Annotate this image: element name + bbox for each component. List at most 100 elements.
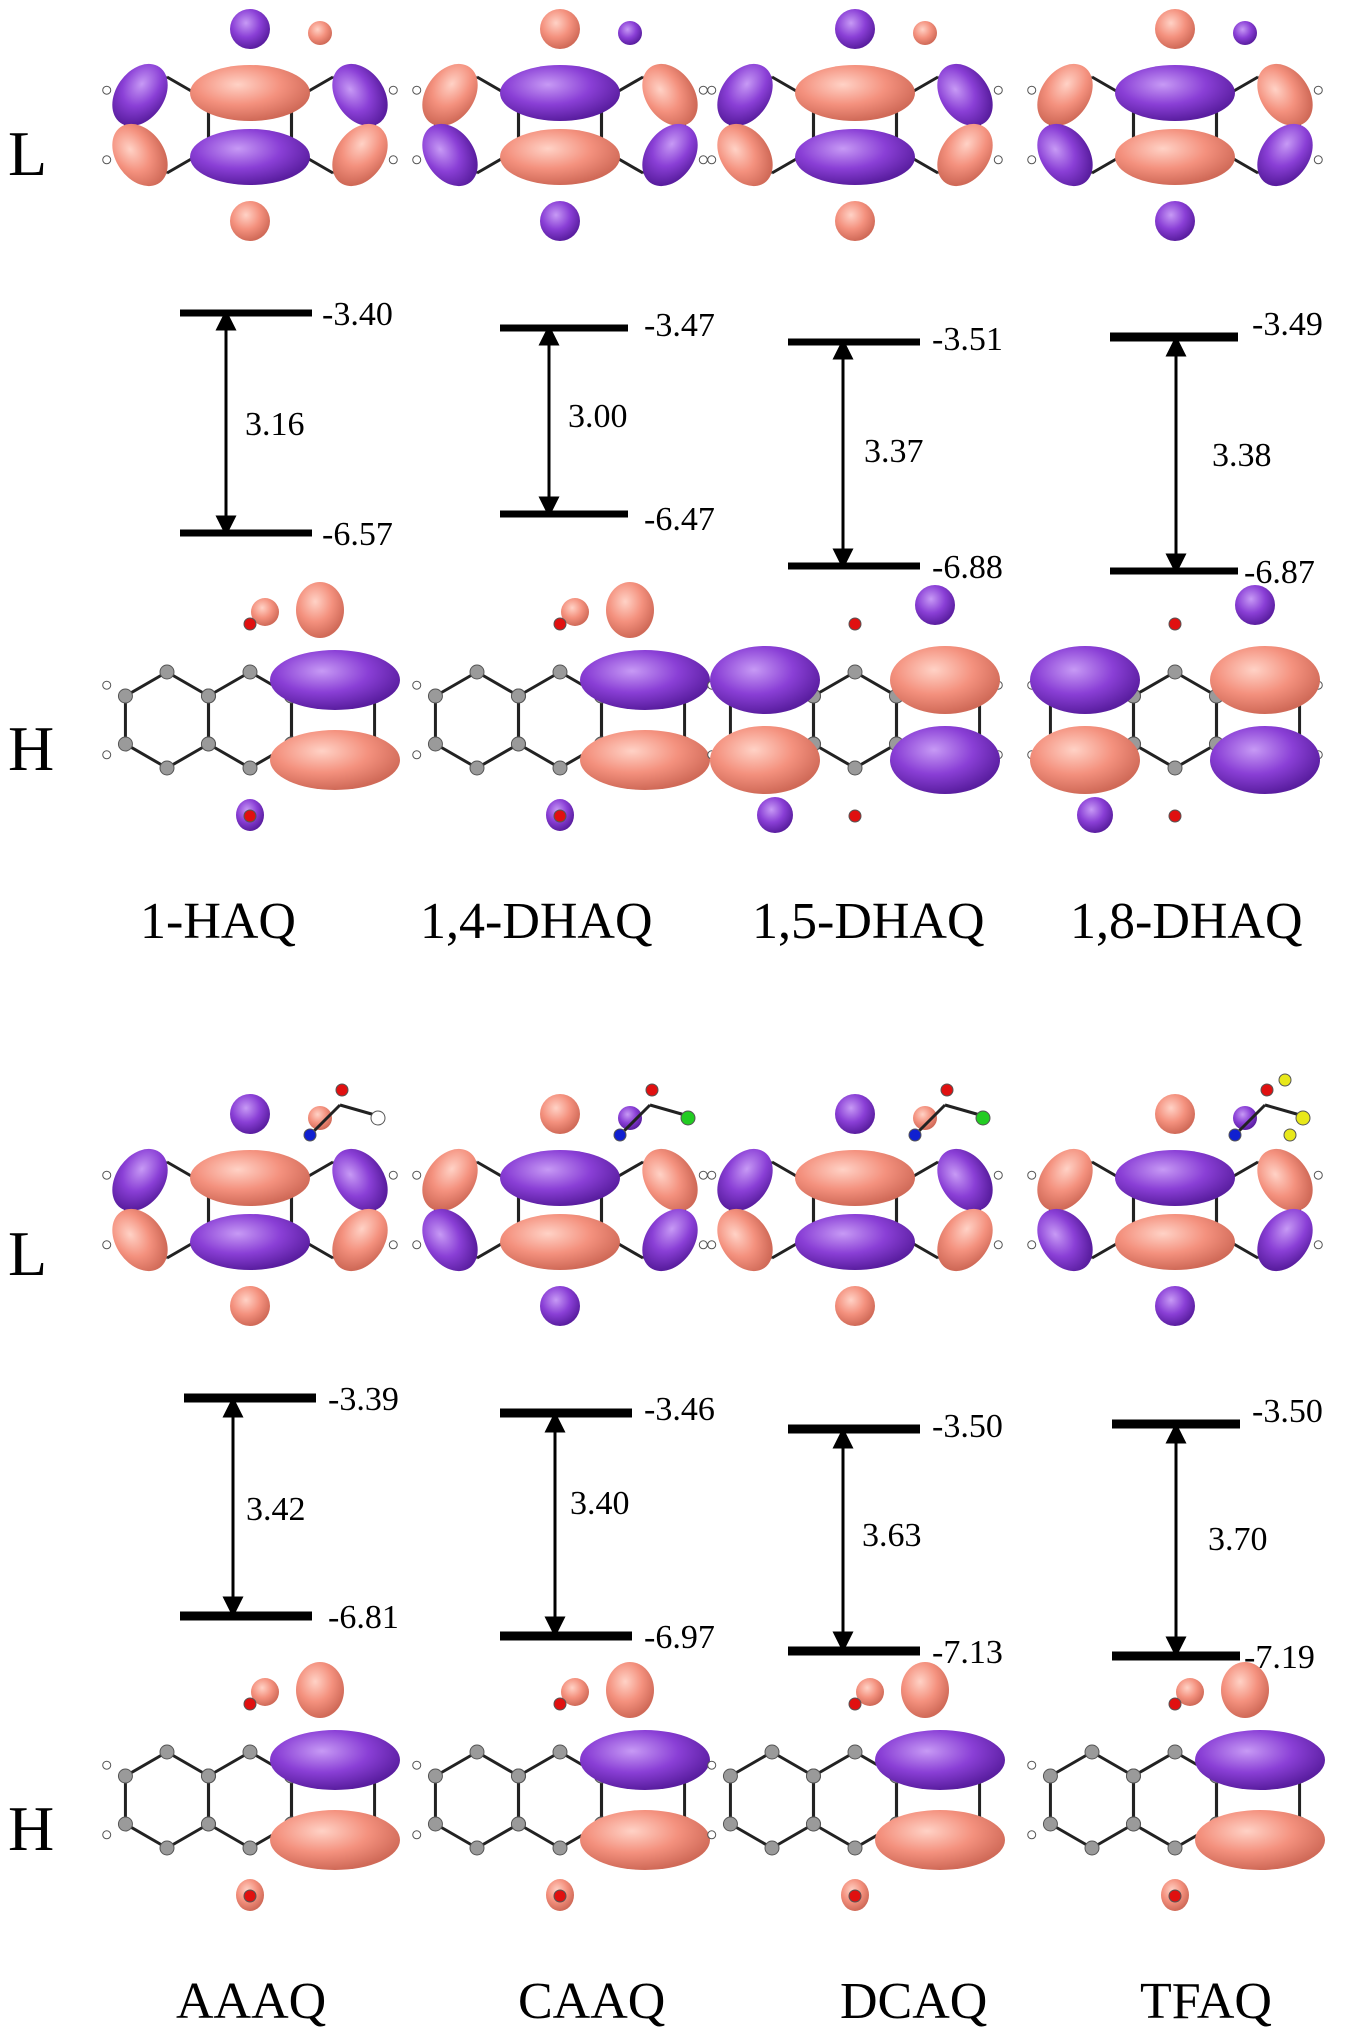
top-energy-levels: -3.40 -6.57 3.16 -3.47 -6.47 3.00 -3.51 … xyxy=(180,296,1323,591)
bond-line xyxy=(434,742,478,770)
orbital-lobe-negative xyxy=(580,650,710,710)
orbital-lobe-negative xyxy=(540,201,580,241)
orbital-lobe-negative xyxy=(835,1094,875,1134)
orbital-lobe-positive xyxy=(937,123,993,187)
orbital-lobe-negative xyxy=(1037,1208,1093,1272)
bond-line xyxy=(166,670,210,698)
level-group-TFAQ: -3.50 -7.19 3.70 xyxy=(1112,1393,1323,1676)
carbon-atom xyxy=(722,1768,738,1784)
orbital-lobe-negative xyxy=(835,9,875,49)
lumo-orbital-picture xyxy=(412,1083,708,1326)
lumo-orbital-picture xyxy=(412,9,708,241)
hydrogen-atom xyxy=(102,1170,112,1180)
hydrogen-atom xyxy=(1313,155,1323,165)
hydrogen-atom xyxy=(1313,1170,1323,1180)
carbon-atom xyxy=(200,1816,216,1832)
orbital-lobe-negative xyxy=(190,1214,310,1270)
carbon-atom xyxy=(200,1768,216,1784)
bond-line xyxy=(944,1103,981,1117)
bond-line xyxy=(434,1822,478,1850)
hydrogen-atom xyxy=(388,1240,398,1250)
orbital-lobe-negative xyxy=(230,1094,270,1134)
bond-line xyxy=(1091,1750,1135,1778)
homo-row-label-bottom: H xyxy=(8,1793,54,1864)
carbon-atom xyxy=(847,1840,863,1856)
gap-value: 3.70 xyxy=(1208,1521,1268,1558)
carbon-atom xyxy=(552,664,568,680)
bond-line xyxy=(124,742,168,770)
substituent-atom xyxy=(975,1110,991,1126)
carbon-atom xyxy=(510,688,526,704)
hydrogen-atom xyxy=(412,1830,422,1840)
oxygen-atom xyxy=(553,809,567,823)
hydrogen-atom xyxy=(707,85,717,95)
homo-energy: -6.57 xyxy=(322,516,393,553)
substituent-atom xyxy=(680,1110,696,1126)
lumo-orbital-picture xyxy=(707,9,1003,241)
bottom-energy-levels: -3.39 -6.81 3.42 -3.46 -6.97 3.40 -3.50 … xyxy=(180,1381,1323,1676)
level-group-15DHAQ: -3.51 -6.88 3.37 xyxy=(788,321,1003,586)
bond-line xyxy=(166,1750,210,1778)
oxygen-atom xyxy=(1260,1083,1274,1097)
nitrogen-atom xyxy=(613,1128,627,1142)
orbital-lobe-negative xyxy=(710,646,820,714)
gap-value: 3.40 xyxy=(570,1485,630,1522)
hydrogen-atom xyxy=(388,155,398,165)
hydrogen-atom xyxy=(707,1760,717,1770)
oxygen-atom xyxy=(848,1889,862,1903)
bond-line xyxy=(1049,1750,1093,1778)
hydrogen-atom xyxy=(698,155,708,165)
orbital-lobe-positive xyxy=(710,726,820,794)
carbon-atom xyxy=(1084,1840,1100,1856)
oxygen-atom xyxy=(1168,1889,1182,1903)
hydrogen-atom xyxy=(412,750,422,760)
hydrogen-atom xyxy=(388,85,398,95)
orbital-lobe-negative xyxy=(937,1148,993,1212)
hydrogen-atom xyxy=(698,1240,708,1250)
orbital-lobe-positive xyxy=(251,1678,279,1706)
orbital-lobe-positive xyxy=(913,21,937,45)
bond-line xyxy=(476,1750,520,1778)
bond-line xyxy=(1174,742,1218,770)
homo-energy: -6.47 xyxy=(644,501,715,538)
carbon-atom xyxy=(159,1840,175,1856)
hydrogen-atom xyxy=(993,1170,1003,1180)
orbital-lobe-negative xyxy=(422,1208,478,1272)
bond-line xyxy=(207,670,251,698)
orbital-lobe-positive xyxy=(1037,63,1093,127)
bond-line xyxy=(913,1103,947,1137)
hydrogen-atom xyxy=(1027,1240,1037,1250)
top-homo-orbitals xyxy=(102,582,1323,833)
hydrogen-atom xyxy=(707,1830,717,1840)
hydrogen-atom xyxy=(1027,1830,1037,1840)
homo-orbital-picture xyxy=(1027,585,1323,833)
orbital-lobe-positive xyxy=(1195,1810,1325,1870)
orbital-lobe-negative xyxy=(270,1730,400,1790)
bond-line xyxy=(124,1750,168,1778)
orbital-lobe-negative xyxy=(230,9,270,49)
nitrogen-atom xyxy=(908,1128,922,1142)
carbon-atom xyxy=(427,736,443,752)
orbital-lobe-negative xyxy=(642,1208,698,1272)
orbital-lobe-negative xyxy=(1030,646,1140,714)
hydrogen-atom xyxy=(102,85,112,95)
hydrogen-atom xyxy=(698,85,708,95)
bond-line xyxy=(517,1822,561,1850)
gap-value: 3.42 xyxy=(246,1491,306,1528)
oxygen-atom xyxy=(335,1083,349,1097)
level-group-CAAQ: -3.46 -6.97 3.40 xyxy=(500,1391,715,1656)
hydrogen-atom xyxy=(412,155,422,165)
oxygen-atom xyxy=(645,1083,659,1097)
orbital-lobe-positive xyxy=(230,201,270,241)
orbital-lobe-positive xyxy=(1155,9,1195,49)
orbital-lobe-positive xyxy=(835,1286,875,1326)
orbital-lobe-positive xyxy=(422,63,478,127)
lumo-orbital-picture xyxy=(102,9,398,241)
carbon-atom xyxy=(242,1840,258,1856)
orbital-lobe-negative xyxy=(1233,21,1257,45)
lumo-energy: -3.51 xyxy=(932,321,1003,358)
homo-orbital-picture xyxy=(412,582,710,831)
orbital-lobe-positive xyxy=(875,1810,1005,1870)
orbital-lobe-negative xyxy=(875,1730,1005,1790)
bond-line xyxy=(812,742,856,770)
